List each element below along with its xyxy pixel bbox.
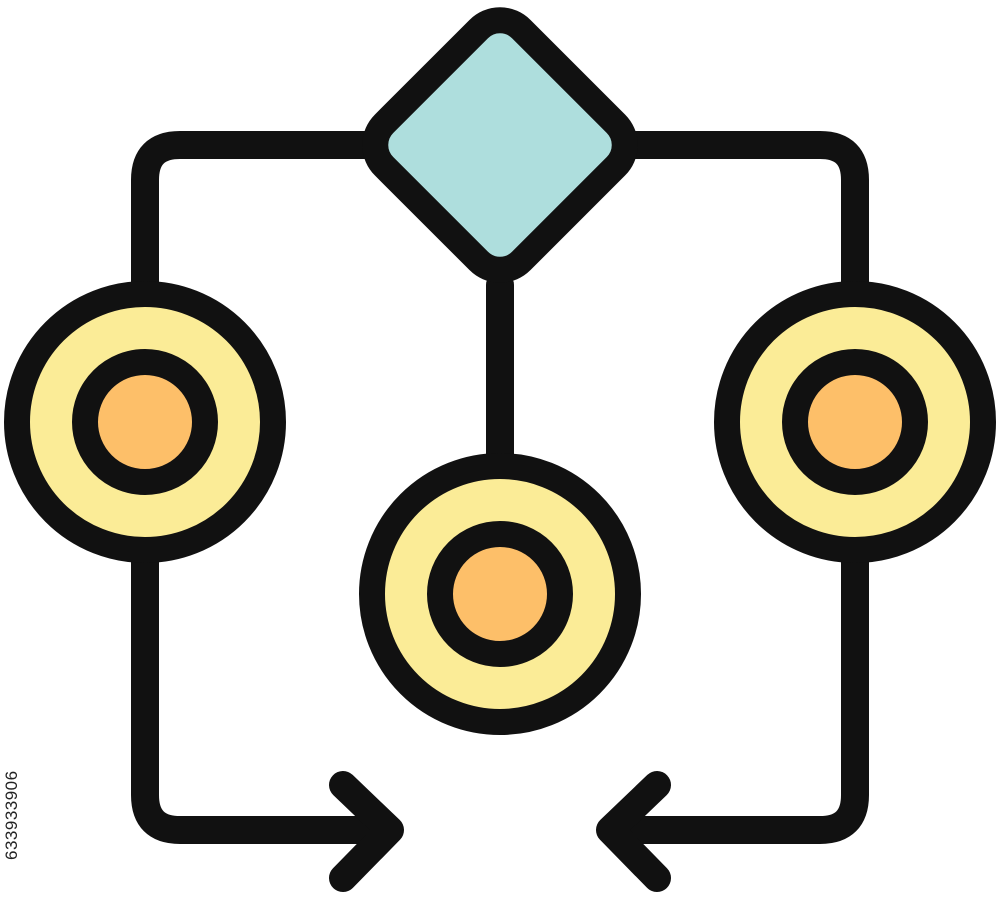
node-center-inner-dot [427, 521, 573, 667]
node-right-inner-dot [782, 349, 928, 495]
node-left [4, 281, 286, 563]
connector-left-bottom [131, 546, 399, 844]
stock-image-id: 633933906 [2, 770, 21, 860]
arrow-right-icon [329, 771, 404, 892]
decision-diamond [362, 7, 638, 283]
node-center [359, 453, 641, 735]
arrow-left-icon [596, 771, 671, 892]
connector-right-bottom [601, 546, 869, 844]
connector-left-top [131, 131, 382, 299]
node-right [714, 281, 996, 563]
connector-lines [131, 131, 869, 844]
arrowheads [329, 771, 671, 892]
node-left-inner-dot [72, 349, 218, 495]
connector-right-top [618, 131, 869, 299]
